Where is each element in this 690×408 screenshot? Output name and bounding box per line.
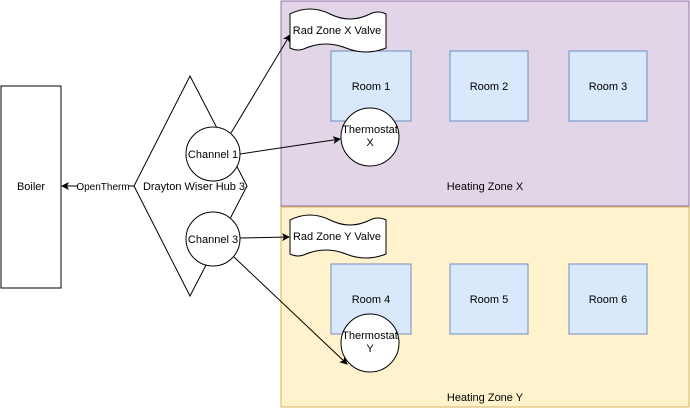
opentherm-label: OpenTherm [76,182,129,193]
thermostat-y-label-line1: Thermostat [342,330,398,342]
thermostat-x-label-line2: X [366,137,374,149]
room-3-label: Room 3 [589,81,628,93]
channel1-to-valve-x [230,34,291,134]
hub-label: Drayton Wiser Hub 3 [143,181,245,193]
channel-3-circle [185,211,241,267]
channel3-to-thermostat-y [233,256,348,365]
valve-y-label: Rad Zone Y Valve [293,231,381,243]
thermostat-y-circle [340,313,400,373]
room-2-label: Room 2 [470,81,509,93]
room-box-3 [568,50,648,122]
room-box-2 [449,50,529,122]
room-6-label: Room 6 [589,294,628,306]
heating-zone-y-label: Heating Zone Y [447,392,524,404]
channel1-to-thermostat-x [239,136,341,155]
valve-x-label: Rad Zone X Valve [293,25,381,37]
boiler-box [0,85,62,289]
room-box-5 [449,263,529,335]
room-5-label: Room 5 [470,294,509,306]
thermostat-y-label-line2: Y [366,343,374,355]
thermostat-x-circle [340,107,400,167]
channel-1-label: Channel 1 [188,149,238,161]
boiler-label: Boiler [17,181,45,193]
valve-x-shape [289,8,387,53]
opentherm-label-bg [78,180,129,192]
thermostat-x-label-line1: Thermostat [342,124,398,136]
heating-zone-x-label: Heating Zone X [447,181,524,193]
room-box-6 [568,263,648,335]
room-1-label: Room 1 [352,81,391,93]
channel-1-circle [185,126,241,182]
valve-y-shape [289,214,387,259]
channel-3-label: Channel 3 [188,234,238,246]
channel3-to-valve-y [239,233,290,242]
room-4-label: Room 4 [352,294,391,306]
